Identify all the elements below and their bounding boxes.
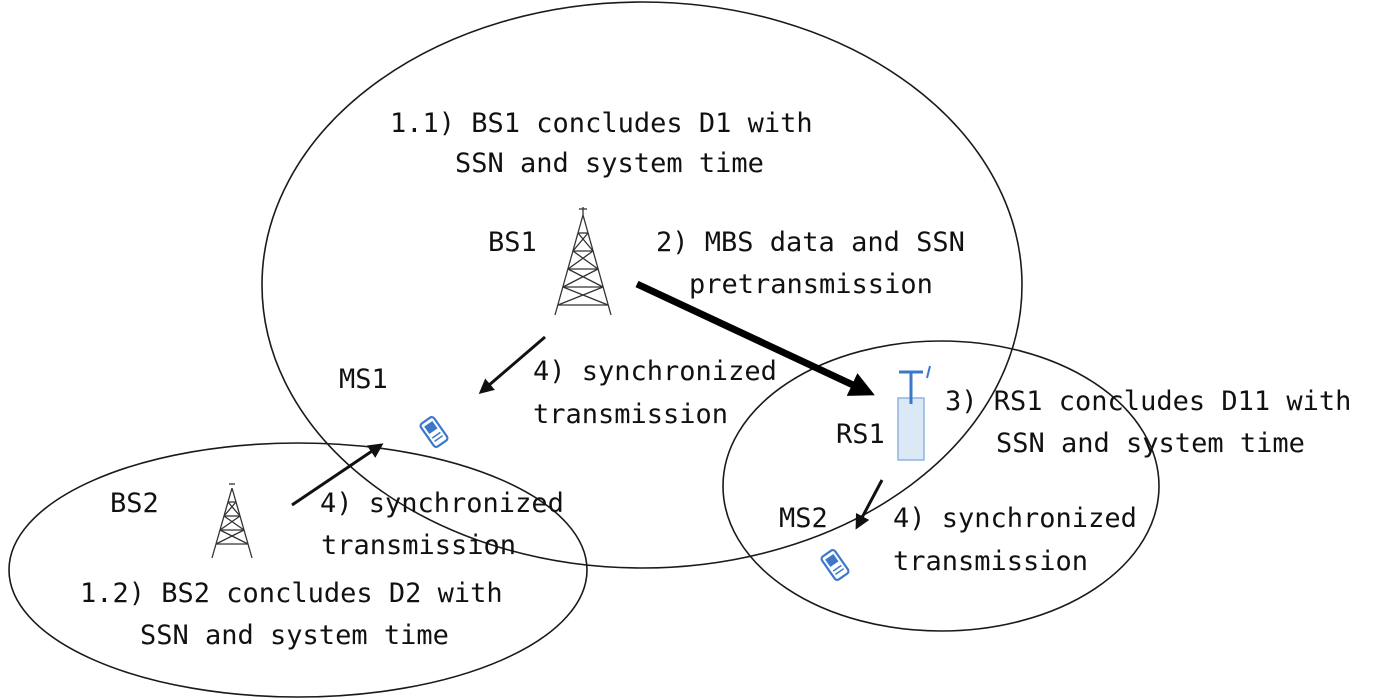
sync-bs1-ms1-line2: transmission [533, 399, 728, 430]
sync-rs1-ms2-line2: transmission [893, 546, 1088, 577]
mobile-phone-icon [820, 549, 850, 581]
bs2-concludes-line1: 1.2) BS2 concludes D2 with [80, 578, 503, 609]
mobile-phone-icon [419, 416, 449, 448]
rs1-label: RS1 [836, 419, 885, 450]
bs2-concludes-line2: SSN and system time [140, 620, 449, 651]
bs2-to-ms1-arrow [291, 443, 384, 507]
bs2-coverage-cell [8, 442, 588, 698]
bs1-to-ms1-arrow [478, 335, 546, 394]
bs1-label: BS1 [488, 227, 537, 258]
pretransmission-line1: 2) MBS data and SSN [656, 227, 965, 258]
rs1-to-ms2-arrow [855, 479, 884, 530]
sync-rs1-ms2-line1: 4) synchronized [893, 503, 1137, 534]
pretransmission-arrow [635, 280, 875, 396]
rs1-concludes-line1: 3) RS1 concludes D11 with [945, 386, 1351, 417]
bs1-concludes-line1: 1.1) BS1 concludes D1 with [390, 108, 813, 139]
sync-bs2-ms1-line1: 4) synchronized [320, 488, 564, 519]
tower-icon [211, 483, 253, 559]
sync-bs2-ms1-line2: transmission [321, 530, 516, 561]
ms1-label: MS1 [339, 364, 388, 395]
pretransmission-line2: pretransmission [689, 269, 933, 300]
bs1-coverage-cell [261, 1, 1023, 569]
ms2-label: MS2 [779, 503, 828, 534]
relay-station-icon [897, 365, 931, 461]
bs1-concludes-line2: SSN and system time [455, 148, 764, 179]
bs2-label: BS2 [110, 488, 159, 519]
sync-bs1-ms1-line1: 4) synchronized [533, 356, 777, 387]
tower-icon [554, 207, 612, 316]
rs1-concludes-line2: SSN and system time [996, 428, 1305, 459]
rs1-coverage-cell [722, 340, 1160, 632]
